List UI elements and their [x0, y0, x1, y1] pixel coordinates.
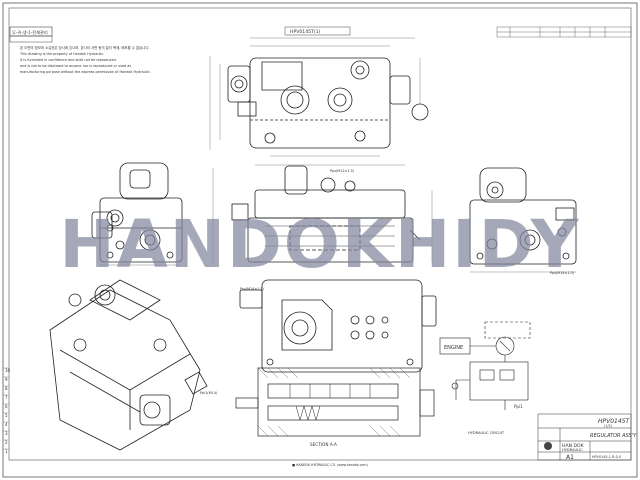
svg-text:1: 1: [5, 449, 8, 454]
drawing-reference: HPV0145T(1): [284, 26, 351, 36]
svg-text:본 도면의 정보와 소유권은 당사에 있으며, 본사의 서면: 본 도면의 정보와 소유권은 당사에 있으며, 본사의 서면 동의 없이 복제,…: [20, 45, 150, 50]
company-name-1: HAN DOK: [562, 443, 585, 449]
bottom-view: [239, 279, 437, 373]
svg-text:This drawing is the property o: This drawing is the property of Handok H…: [19, 52, 104, 56]
hydraulic-circuit: ENGINE Ppi1 HYDRAULIC CIRCUIT: [439, 321, 531, 435]
svg-text:2: 2: [5, 440, 8, 445]
control-stamp: 무-귀-생-1-전체관리: [9, 26, 53, 43]
svg-text:HPV0145T(1): HPV0145T(1): [290, 29, 321, 35]
section-a-a: SECTION A-A: [235, 367, 435, 447]
pilot-label: Ppi1: [514, 404, 523, 409]
bottom-note: ■ HANDOK HYDRAULIC CO. (www.handok.com): [292, 463, 368, 467]
front-view: [212, 164, 433, 264]
left-side-view: [91, 162, 183, 266]
right-side-view: [469, 167, 577, 273]
title-block: [537, 413, 632, 461]
revision-table: [496, 26, 632, 38]
svg-text:무-귀-생-1-전체관리: 무-귀-생-1-전체관리: [12, 29, 48, 36]
svg-text:6: 6: [5, 404, 8, 409]
circuit-label: HYDRAULIC CIRCUIT: [468, 431, 505, 435]
title-part-number: HPV0145T: [598, 418, 631, 425]
confidential-notice: 본 도면의 정보와 소유권은 당사에 있으며, 본사의 서면 동의 없이 복제,…: [19, 45, 151, 74]
port-labels: Pps(M12×1.5) Psv(M14×1.5) Pps(M14×1.5) P…: [200, 169, 575, 395]
svg-text:7: 7: [5, 395, 8, 400]
title-description: REGULATOR ASS'Y: [590, 433, 637, 439]
engine-label: ENGINE: [444, 345, 463, 351]
top-view: [209, 37, 429, 157]
document-number: HPV0145-1-R-0-0: [592, 455, 621, 459]
svg-text:8: 8: [5, 386, 8, 391]
svg-text:It is furnished in confidence: It is furnished in confidence and shall …: [20, 58, 117, 62]
title-sheet-index: (1/2): [604, 424, 613, 428]
section-label: SECTION A-A: [310, 442, 337, 447]
svg-text:and is not to be disclosed to: and is not to be disclosed to anyone nor…: [20, 64, 131, 68]
sheet-size: A1: [566, 454, 574, 461]
svg-text:Psv(M14×1.5): Psv(M14×1.5): [240, 287, 265, 291]
svg-text:3: 3: [5, 431, 8, 436]
svg-text:4: 4: [5, 422, 8, 427]
svg-text:10: 10: [5, 368, 11, 373]
svg-text:Pps(M14×1.5): Pps(M14×1.5): [550, 271, 575, 275]
svg-text:Ppi1(M14): Ppi1(M14): [200, 391, 218, 395]
svg-text:Pps(M12×1.5): Pps(M12×1.5): [330, 169, 355, 173]
company-name-2: HYDRAULIC: [562, 448, 583, 452]
svg-text:5: 5: [5, 413, 8, 418]
margin-row-numbers: 10 9 8 7 6 5 4 3 2 1: [5, 368, 11, 454]
svg-text:manufacturing purpose without: manufacturing purpose without the expres…: [20, 70, 151, 74]
isometric-view: [49, 279, 208, 451]
svg-text:9: 9: [5, 377, 8, 382]
